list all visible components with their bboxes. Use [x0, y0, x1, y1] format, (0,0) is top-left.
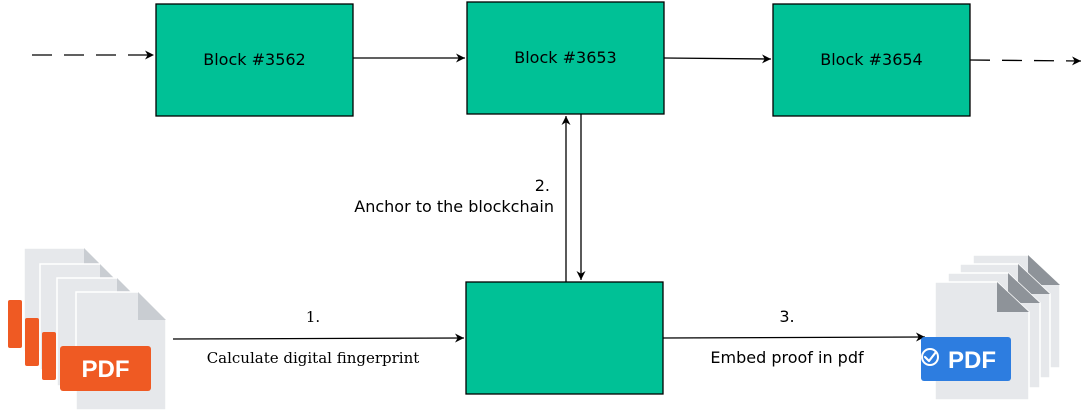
step-3-number: 3. [779, 307, 794, 326]
outgoing-chain-arrow [969, 56, 1082, 66]
block-3562-label: Block #3562 [203, 50, 305, 69]
step-1-label: Calculate digital fingerprint [207, 349, 420, 367]
source-pdf-label: PDF [82, 356, 130, 383]
step-2-number: 2. [535, 176, 550, 195]
embed-arrow [662, 332, 926, 342]
chain-arrow-2 [663, 54, 772, 64]
pdf-stack-icon: PDF [8, 247, 167, 411]
fingerprint-arrow [172, 333, 465, 343]
block-3654-label: Block #3654 [820, 50, 922, 69]
process-box [465, 281, 664, 395]
verified-pdf-stack-icon: PDF [921, 254, 1061, 401]
block-3654: Block #3654 [772, 3, 971, 117]
step-3-label: Embed proof in pdf [710, 348, 864, 367]
checkmark-badge-icon [921, 348, 939, 366]
block-3653: Block #3653 [466, 1, 665, 115]
block-3653-label: Block #3653 [514, 48, 616, 67]
block-3562: Block #3562 [155, 3, 354, 117]
step-1-number: 1. [306, 308, 320, 326]
step-2-label: Anchor to the blockchain [354, 197, 554, 216]
result-pdf-label: PDF [948, 347, 996, 374]
